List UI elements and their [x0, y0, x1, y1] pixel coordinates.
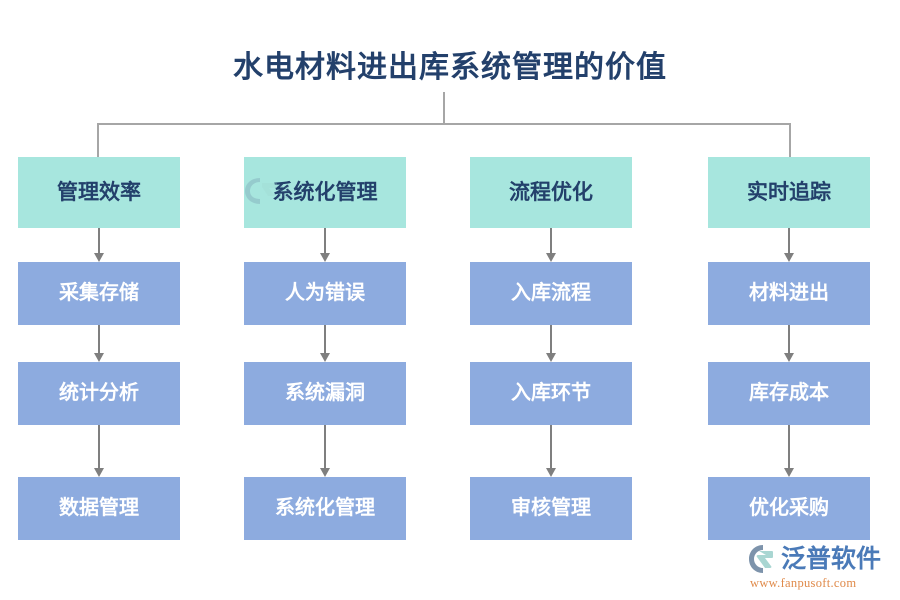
- node-box-4-3[interactable]: 优化采购: [708, 477, 870, 540]
- arrow-3-2: [546, 325, 556, 362]
- node-box-4-1[interactable]: 材料进出: [708, 262, 870, 325]
- node-box-2-1[interactable]: 人为错误: [244, 262, 406, 325]
- head-box-4[interactable]: 实时追踪: [708, 157, 870, 228]
- swoosh-arrow-icon: [749, 545, 773, 573]
- arrow-2-1: [320, 228, 330, 262]
- brand-logo: 泛普软件 www.fanpusoft.com: [748, 543, 894, 593]
- connector-drop-right: [789, 123, 791, 157]
- arrow-1-2: [94, 325, 104, 362]
- arrow-2-2: [320, 325, 330, 362]
- arrow-3-3: [546, 425, 556, 477]
- head-box-2[interactable]: 系统化管理: [244, 157, 406, 228]
- arrow-1-3: [94, 425, 104, 477]
- node-box-3-3[interactable]: 审核管理: [470, 477, 632, 540]
- node-box-2-2[interactable]: 系统漏洞: [244, 362, 406, 425]
- node-box-3-2[interactable]: 入库环节: [470, 362, 632, 425]
- arrow-4-2: [784, 325, 794, 362]
- head-box-1[interactable]: 管理效率: [18, 157, 180, 228]
- node-box-1-1[interactable]: 采集存储: [18, 262, 180, 325]
- node-box-3-1[interactable]: 入库流程: [470, 262, 632, 325]
- arrow-4-1: [784, 228, 794, 262]
- node-box-2-3[interactable]: 系统化管理: [244, 477, 406, 540]
- brand-logo-name: 泛普软件: [781, 545, 882, 573]
- brand-logo-url: www.fanpusoft.com: [750, 576, 857, 590]
- node-box-1-3[interactable]: 数据管理: [18, 477, 180, 540]
- arrow-4-3: [784, 425, 794, 477]
- arrow-1-1: [94, 228, 104, 262]
- connector-horizontal-bar: [97, 123, 791, 125]
- node-box-4-2[interactable]: 库存成本: [708, 362, 870, 425]
- page-title: 水电材料进出库系统管理的价值: [233, 51, 667, 84]
- arrow-3-1: [546, 228, 556, 262]
- brand-logo-row: 泛普软件: [748, 543, 894, 575]
- head-box-3[interactable]: 流程优化: [470, 157, 632, 228]
- connector-stem: [443, 92, 445, 124]
- arrow-2-3: [320, 425, 330, 477]
- node-box-1-2[interactable]: 统计分析: [18, 362, 180, 425]
- connector-drop-left: [97, 123, 99, 157]
